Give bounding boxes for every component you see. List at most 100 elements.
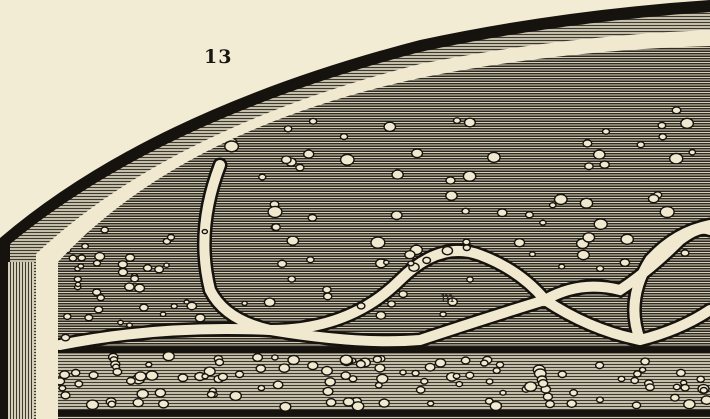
cell-ring xyxy=(118,320,123,324)
cell-ring xyxy=(146,371,158,380)
cell-ring xyxy=(126,254,135,261)
cell-ring xyxy=(273,381,282,389)
cell-ring xyxy=(168,235,175,241)
cell-ring xyxy=(127,378,135,385)
cell-ring xyxy=(466,372,474,378)
cell-ring xyxy=(253,354,263,362)
cell-ring xyxy=(670,153,683,163)
cell-ring xyxy=(580,198,592,208)
cell-ring xyxy=(287,236,298,245)
cell-ring xyxy=(440,312,446,317)
cell-ring xyxy=(555,194,568,204)
cell-ring xyxy=(119,269,128,276)
cell-ring xyxy=(421,379,428,385)
cell-ring xyxy=(371,237,385,248)
cell-ring xyxy=(405,251,415,259)
cell-ring xyxy=(498,209,507,217)
cell-ring xyxy=(64,314,71,320)
cell-ring xyxy=(356,361,365,368)
cell-ring xyxy=(646,384,654,391)
cell-ring xyxy=(681,250,689,256)
cell-ring xyxy=(454,118,461,124)
cell-ring xyxy=(481,360,488,366)
cell-ring xyxy=(412,149,423,158)
cell-ring xyxy=(539,380,548,387)
cell-ring xyxy=(341,372,350,379)
cell-ring xyxy=(272,224,280,231)
cell-ring xyxy=(184,300,189,304)
cell-ring xyxy=(343,398,353,406)
cell-ring xyxy=(144,265,152,272)
cell-ring xyxy=(399,291,407,298)
cell-ring xyxy=(417,387,425,394)
cell-ring xyxy=(282,156,291,164)
cell-ring xyxy=(486,379,493,384)
cell-ring xyxy=(388,301,396,307)
cell-ring xyxy=(428,401,434,406)
cell-ring xyxy=(660,207,674,218)
cell-ring xyxy=(594,150,605,159)
cell-ring xyxy=(159,400,169,408)
cell-ring xyxy=(264,298,275,306)
cell-ring xyxy=(697,376,704,382)
cell-ring xyxy=(637,142,644,148)
cell-ring xyxy=(689,150,695,155)
cell-ring xyxy=(583,140,592,147)
cell-ring xyxy=(701,396,710,404)
cell-ring xyxy=(570,390,578,396)
cell-ring xyxy=(171,304,177,309)
cell-ring xyxy=(456,382,462,387)
cell-ring xyxy=(462,208,469,214)
cell-ring xyxy=(59,386,66,391)
cell-ring xyxy=(308,215,316,222)
cell-ring xyxy=(559,264,565,269)
cell-ring xyxy=(467,277,473,282)
cell-ring xyxy=(526,212,534,218)
cell-ring xyxy=(384,122,395,131)
cell-ring xyxy=(258,385,264,390)
cell-ring xyxy=(61,334,69,340)
cell-ring xyxy=(72,370,80,377)
left-stripe xyxy=(8,262,34,419)
cell-ring xyxy=(620,259,629,266)
cell-ring xyxy=(75,282,80,286)
cell-ring xyxy=(75,381,83,387)
cell-ring xyxy=(681,118,694,128)
cell-ring xyxy=(325,378,335,386)
cell-ring xyxy=(408,261,414,266)
cell-ring xyxy=(225,141,239,152)
cell-ring xyxy=(567,400,576,407)
cell-ring xyxy=(74,276,81,282)
cell-ring xyxy=(463,239,470,245)
cell-ring xyxy=(202,230,207,234)
cell-ring xyxy=(135,284,145,292)
cell-ring xyxy=(597,397,604,402)
cell-ring xyxy=(658,122,666,128)
cell-ring xyxy=(310,118,317,124)
cell-ring xyxy=(324,293,332,300)
cell-ring xyxy=(164,263,169,267)
cell-ring xyxy=(546,401,555,408)
cell-ring xyxy=(543,393,552,400)
cell-ring xyxy=(118,261,127,268)
cell-ring xyxy=(288,276,295,282)
cell-ring xyxy=(340,355,352,364)
cell-ring xyxy=(272,355,278,360)
cell-ring xyxy=(242,301,247,305)
cell-ring xyxy=(525,382,537,391)
cell-ring xyxy=(618,376,625,381)
cell-ring xyxy=(135,372,146,381)
cell-ring xyxy=(133,399,143,407)
cell-ring xyxy=(400,370,406,375)
cell-ring xyxy=(540,220,546,225)
cell-ring xyxy=(425,363,435,371)
cell-ring xyxy=(127,323,133,327)
cell-ring xyxy=(463,245,470,251)
cell-ring xyxy=(178,374,187,381)
cell-ring xyxy=(673,384,680,389)
cell-ring xyxy=(500,390,506,395)
cell-ring xyxy=(463,171,475,181)
cell-ring xyxy=(236,371,244,377)
cell-ring xyxy=(632,402,640,409)
